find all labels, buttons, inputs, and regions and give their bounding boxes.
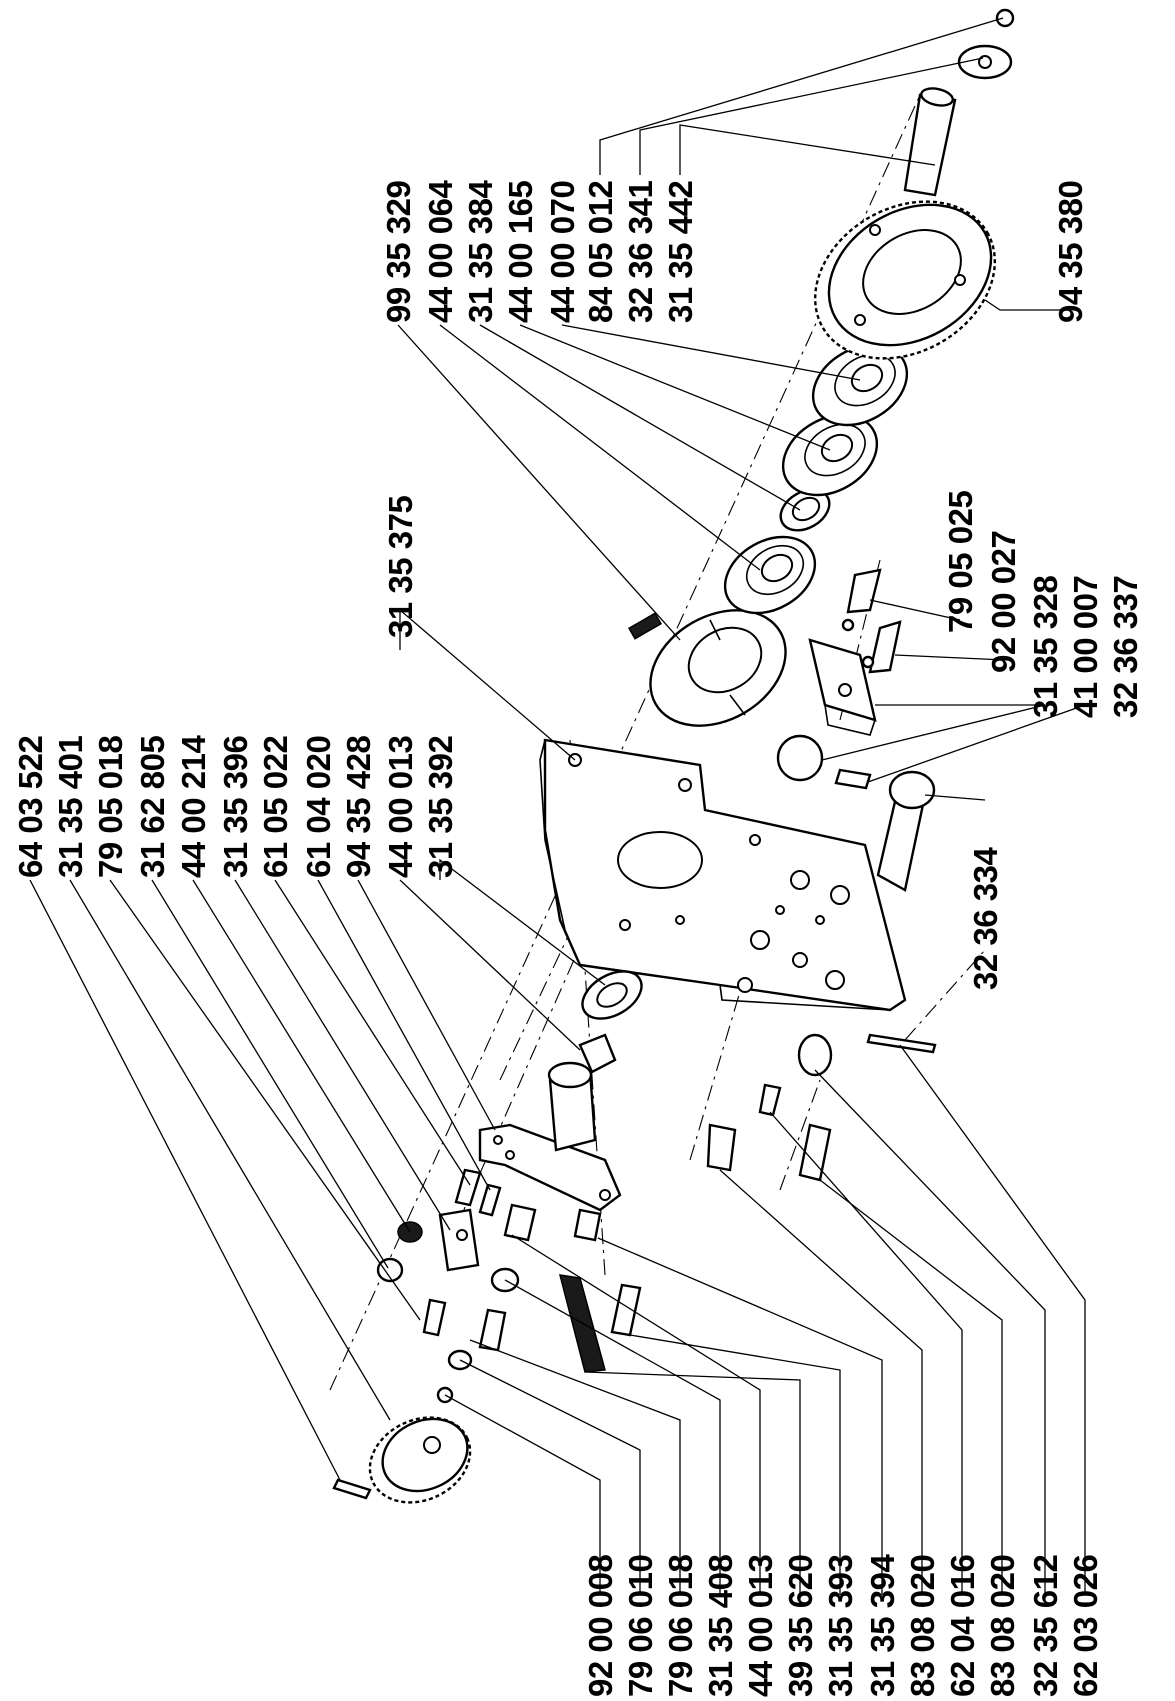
label-61-05-022: 61 05 022	[257, 736, 294, 878]
label-62-04-016: 62 04 016	[944, 1555, 981, 1697]
label-92-00-027: 92 00 027	[985, 531, 1022, 673]
label-31-35-396: 31 35 396	[217, 736, 254, 878]
label-94-35-380: 94 35 380	[1052, 181, 1089, 323]
label-99-35-329: 99 35 329	[380, 181, 417, 323]
label-44-00-064: 44 00 064	[422, 180, 459, 323]
label-31-35-394: 31 35 394	[864, 1554, 901, 1697]
lever-bracket	[478, 1061, 622, 1212]
label-44-00-165: 44 00 165	[502, 181, 539, 323]
label-83-08-020-b: 83 08 020	[984, 1555, 1021, 1697]
roller-left	[503, 1203, 537, 1242]
label-44-00-214: 44 00 214	[175, 735, 212, 878]
mounting-plate	[539, 738, 907, 1012]
stud-pin	[610, 1283, 642, 1337]
spacer-ring	[779, 488, 831, 532]
washer-top	[957, 44, 1013, 80]
knob	[876, 770, 936, 892]
label-31-35-442: 31 35 442	[662, 181, 699, 323]
bracket-block	[808, 638, 877, 736]
label-32-36-337: 32 36 337	[1107, 576, 1144, 718]
label-32-36-334: 32 36 334	[967, 847, 1004, 990]
small-gear	[368, 1416, 472, 1504]
screw-mid-left	[478, 1308, 507, 1352]
sleeve-left	[376, 1257, 404, 1283]
label-83-08-020-a: 83 08 020	[904, 1555, 941, 1697]
label-31-35-384: 31 35 384	[462, 180, 499, 323]
label-79-06-018: 79 06 018	[662, 1555, 699, 1697]
pins-left	[454, 1168, 502, 1217]
labels-top-right: 99 35 329 44 00 064 31 35 384 44 00 165 …	[380, 180, 699, 323]
label-44-00-070: 44 00 070	[544, 181, 581, 323]
block-left	[438, 1208, 480, 1272]
label-84-05-012: 84 05 012	[582, 181, 619, 323]
label-31-35-393: 31 35 393	[822, 1555, 859, 1697]
label-92-00-008: 92 00 008	[582, 1555, 619, 1697]
roll-pin-left	[332, 1478, 372, 1500]
small-washer-b	[861, 655, 875, 669]
label-94-35-428: 94 35 428	[340, 736, 377, 878]
label-61-04-020: 61 04 020	[300, 736, 337, 878]
label-32-36-341: 32 36 341	[622, 181, 659, 323]
cap-screw-right	[798, 1123, 832, 1182]
label-31-35-401: 31 35 401	[52, 736, 89, 878]
label-31-35-392: 31 35 392	[422, 736, 459, 878]
label-79-06-010: 79 06 010	[622, 1555, 659, 1697]
label-31-35-408: 31 35 408	[702, 1555, 739, 1697]
screw-cylinder-b	[868, 620, 902, 674]
small-pin-right	[834, 768, 872, 790]
bearing-2	[781, 413, 879, 497]
flange-bushing	[581, 970, 643, 1020]
labels-right-middle: 79 05 025 92 00 027 31 35 328 41 00 007 …	[942, 491, 1144, 718]
label-31-62-805: 31 62 805	[134, 736, 171, 878]
screw-top	[995, 8, 1015, 28]
label-32-35-612: 32 35 612	[1027, 1555, 1064, 1697]
small-pin-bottom	[758, 1083, 782, 1117]
small-sleeve	[578, 1033, 617, 1074]
large-gear	[813, 200, 997, 360]
label-31-35-328: 31 35 328	[1027, 576, 1064, 718]
cap-screw-center	[706, 1123, 737, 1172]
labels-bottom: 92 00 008 79 06 010 79 06 018 31 35 408 …	[582, 1554, 1104, 1697]
label-39-35-620: 39 35 620	[782, 1555, 819, 1697]
label-44-00-013-bottom: 44 00 013	[742, 1555, 779, 1697]
label-79-05-025: 79 05 025	[942, 491, 979, 633]
label-62-03-026: 62 03 026	[1067, 1555, 1104, 1697]
label-31-35-375: 31 35 375	[382, 496, 419, 638]
ball	[776, 734, 824, 782]
screw-cylinder-a	[846, 568, 882, 614]
roller	[797, 1033, 833, 1077]
label-79-05-018: 79 05 018	[92, 736, 129, 878]
screw-left	[422, 1298, 447, 1337]
bearing-1	[723, 535, 817, 615]
split-collar	[627, 609, 787, 727]
leader-lines	[29, 17, 1086, 1595]
label-41-00-007: 41 00 007	[1067, 576, 1104, 718]
long-pin	[866, 1033, 937, 1054]
shaft-pin	[903, 87, 957, 197]
small-washer-a	[841, 618, 855, 632]
threaded-stud	[573, 1208, 602, 1242]
label-64-03-522: 64 03 522	[12, 736, 49, 878]
label-44-00-013-top: 44 00 013	[382, 736, 419, 878]
bearing-3	[811, 343, 909, 427]
labels-top-left: 64 03 522 31 35 401 79 05 018 31 62 805 …	[12, 735, 459, 878]
